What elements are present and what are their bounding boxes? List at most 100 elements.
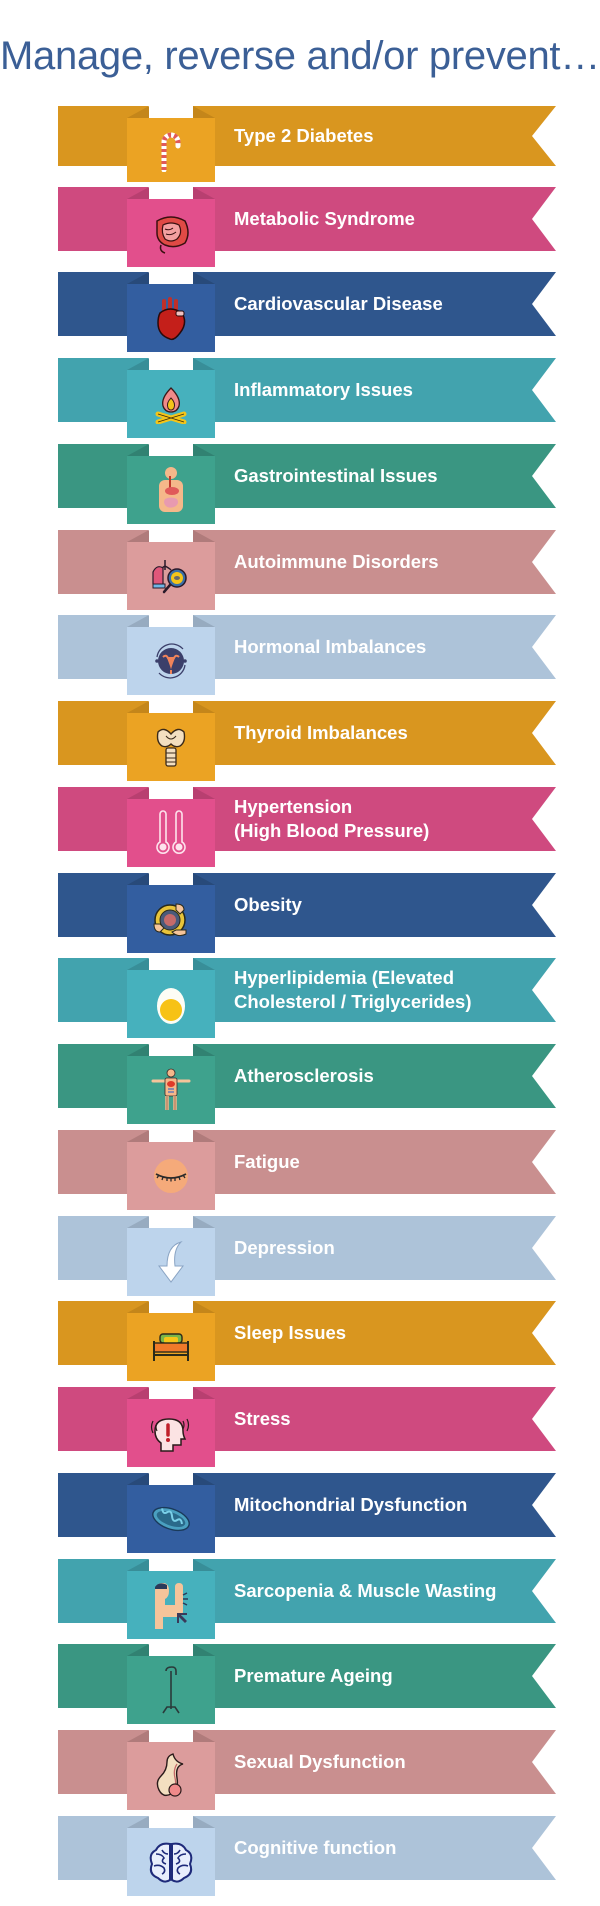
ribbon-fold-right — [193, 1216, 215, 1228]
walking-cane-icon — [154, 1665, 188, 1715]
icon-tab — [127, 542, 215, 610]
condition-row-mitochondrial-dysfunction: Mitochondrial Dysfunction — [0, 1473, 600, 1563]
condition-row-inflammatory-issues: Inflammatory Issues — [0, 358, 600, 448]
ribbon-fold-right — [193, 106, 215, 118]
condition-label: Sexual Dysfunction — [234, 1730, 534, 1794]
condition-label-line1: Hormonal Imbalances — [234, 636, 427, 657]
icon-tab — [127, 1742, 215, 1810]
condition-label-line1: Depression — [234, 1237, 335, 1258]
condition-row-gastrointestinal-issues: Gastrointestinal Issues — [0, 444, 600, 534]
condition-label-line1: Thyroid Imbalances — [234, 722, 408, 743]
condition-row-stress: Stress — [0, 1387, 600, 1477]
ribbon-fold-right — [193, 958, 215, 970]
condition-row-hypertension: Hypertension (High Blood Pressure) — [0, 787, 600, 877]
ribbon-fold-left — [127, 1644, 149, 1656]
ribbon-fold-left — [127, 873, 149, 885]
icon-tab — [127, 370, 215, 438]
ribbon-fold-right — [193, 1387, 215, 1399]
condition-row-autoimmune-disorders: Autoimmune Disorders — [0, 530, 600, 620]
icon-tab — [127, 627, 215, 695]
condition-label-line1: Sexual Dysfunction — [234, 1751, 406, 1772]
condition-label: Sleep Issues — [234, 1301, 534, 1365]
ribbon-fold-left — [127, 1473, 149, 1485]
condition-label: Cognitive function — [234, 1816, 534, 1880]
digestive-system-icon — [156, 466, 186, 514]
condition-label-line1: Gastrointestinal Issues — [234, 465, 438, 486]
condition-label: Inflammatory Issues — [234, 358, 534, 422]
thermometers-icon — [151, 810, 191, 856]
ribbon-gap — [148, 1644, 193, 1656]
heart-icon — [154, 295, 188, 341]
icon-tab — [127, 284, 215, 352]
condition-label-line1: Hypertension — [234, 796, 353, 817]
stressed-head-icon — [149, 1411, 193, 1455]
ribbon-fold-right — [193, 873, 215, 885]
ribbon-gap — [148, 958, 193, 970]
closed-eye-icon — [151, 1156, 191, 1196]
ribbon-gap — [148, 1130, 193, 1142]
condition-label: Premature Ageing — [234, 1644, 534, 1708]
condition-label-line1: Cognitive function — [234, 1837, 397, 1858]
ribbon-gap — [148, 787, 193, 799]
brain-icon — [148, 1840, 194, 1884]
condition-label-line1: Type 2 Diabetes — [234, 125, 374, 146]
egg-icon — [154, 982, 188, 1026]
condition-label: Gastrointestinal Issues — [234, 444, 534, 508]
condition-row-depression: Depression — [0, 1216, 600, 1306]
condition-label: Cardiovascular Disease — [234, 272, 534, 336]
ribbon-fold-right — [193, 1473, 215, 1485]
condition-row-hyperlipidemia-elevated: Hyperlipidemia (Elevated Cholesterol / T… — [0, 958, 600, 1048]
ribbon-fold-left — [127, 187, 149, 199]
condition-row-sleep-issues: Sleep Issues — [0, 1301, 600, 1391]
condition-label: Sarcopenia & Muscle Wasting — [234, 1559, 534, 1623]
ribbon-fold-right — [193, 272, 215, 284]
ribbon-fold-left — [127, 787, 149, 799]
bed-icon — [150, 1331, 192, 1363]
campfire-icon — [152, 384, 190, 424]
ribbon-fold-left — [127, 1730, 149, 1742]
condition-label: Atherosclerosis — [234, 1044, 534, 1108]
condition-label: Stress — [234, 1387, 534, 1451]
icon-tab — [127, 799, 215, 867]
intestines-icon — [151, 211, 191, 255]
icon-tab — [127, 1571, 215, 1639]
ribbon-gap — [148, 1730, 193, 1742]
condition-row-hormonal-imbalances: Hormonal Imbalances — [0, 615, 600, 705]
ribbon-fold-left — [127, 701, 149, 713]
condition-row-obesity: Obesity — [0, 873, 600, 963]
ribbon-fold-right — [193, 530, 215, 542]
ribbon-fold-left — [127, 1044, 149, 1056]
condition-label-line1: Stress — [234, 1408, 291, 1429]
ribbon-fold-left — [127, 358, 149, 370]
ribbon-fold-left — [127, 958, 149, 970]
ribbon-gap — [148, 358, 193, 370]
icon-tab — [127, 1056, 215, 1124]
condition-label: Hypertension (High Blood Pressure) — [234, 787, 534, 851]
ribbon-gap — [148, 1816, 193, 1828]
condition-label: Obesity — [234, 873, 534, 937]
condition-label-line1: Premature Ageing — [234, 1665, 393, 1686]
condition-label-line1: Hyperlipidemia (Elevated — [234, 967, 455, 988]
condition-label-line1: Atherosclerosis — [234, 1065, 374, 1086]
ribbon-gap — [148, 1044, 193, 1056]
icon-tab — [127, 885, 215, 953]
ribbon-fold-left — [127, 444, 149, 456]
condition-label-line1: Sleep Issues — [234, 1322, 347, 1343]
condition-label: Depression — [234, 1216, 534, 1280]
icon-tab — [127, 1399, 215, 1467]
condition-row-thyroid-imbalances: Thyroid Imbalances — [0, 701, 600, 791]
ribbon-fold-left — [127, 615, 149, 627]
male-reproductive-icon — [153, 1752, 189, 1800]
condition-row-cardiovascular-disease: Cardiovascular Disease — [0, 272, 600, 362]
icon-tab — [127, 118, 215, 182]
ribbon-gap — [148, 1216, 193, 1228]
condition-label: Mitochondrial Dysfunction — [234, 1473, 534, 1537]
condition-label: Hormonal Imbalances — [234, 615, 534, 679]
condition-label: Thyroid Imbalances — [234, 701, 534, 765]
ribbon-gap — [148, 444, 193, 456]
condition-row-type-2-diabetes: Type 2 Diabetes — [0, 106, 600, 196]
icon-tab — [127, 456, 215, 524]
ribbon-fold-right — [193, 358, 215, 370]
ribbon-gap — [148, 873, 193, 885]
condition-label-line1: Cardiovascular Disease — [234, 293, 443, 314]
